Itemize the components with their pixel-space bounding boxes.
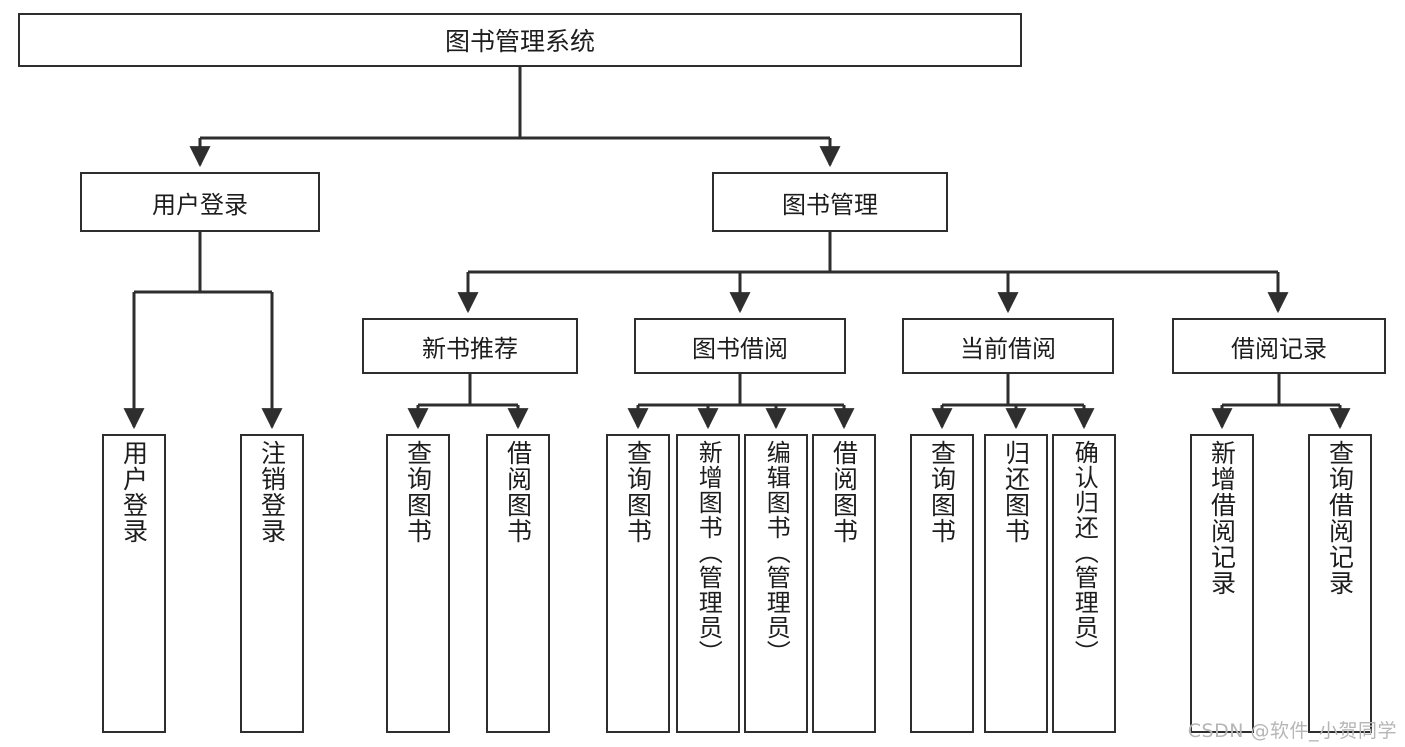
node-root-label: 图书管理系统 [444,27,595,56]
leaf-borrow-book-1-label: 借阅图书 [503,440,533,544]
watermark: CSDN @软件_小贺同学 [1187,720,1397,742]
leaf-borrow-book-2[interactable]: 借阅图书 [812,434,876,733]
leaf-return-book-label: 归还图书 [1001,440,1031,544]
leaf-query-book-2-label: 查询图书 [623,440,653,544]
leaf-add-book-label: 新增图书（管理员） [694,440,723,665]
leaf-user-logout[interactable]: 注销登录 [240,434,304,733]
leaf-query-book-3[interactable]: 查询图书 [910,434,974,733]
leaf-query-record[interactable]: 查询借阅记录 [1308,434,1372,733]
node-book-borrow[interactable]: 图书借阅 [634,318,846,374]
node-user-login-label: 用户登录 [152,190,248,219]
leaf-borrow-book-1[interactable]: 借阅图书 [486,434,550,733]
node-borrow-record[interactable]: 借阅记录 [1172,318,1386,374]
leaf-user-logout-label: 注销登录 [257,440,287,544]
leaf-query-book-1-label: 查询图书 [403,440,433,544]
node-user-login[interactable]: 用户登录 [80,172,320,232]
leaf-query-book-3-label: 查询图书 [927,440,957,544]
node-book-manage-label: 图书管理 [782,190,878,219]
leaf-confirm-return-label: 确认归还（管理员） [1070,440,1099,665]
leaf-add-record[interactable]: 新增借阅记录 [1190,434,1254,733]
node-root[interactable]: 图书管理系统 [18,13,1022,67]
node-current-borrow-label: 当前借阅 [960,334,1056,363]
leaf-user-login[interactable]: 用户登录 [102,434,166,733]
leaf-confirm-return[interactable]: 确认归还（管理员） [1052,434,1116,733]
leaf-query-book-2[interactable]: 查询图书 [606,434,670,733]
node-current-borrow[interactable]: 当前借阅 [902,318,1114,374]
leaf-add-record-label: 新增借阅记录 [1207,440,1237,596]
leaf-user-login-label: 用户登录 [119,440,149,544]
leaf-add-book[interactable]: 新增图书（管理员） [676,434,740,733]
leaf-borrow-book-2-label: 借阅图书 [829,440,859,544]
leaf-query-book-1[interactable]: 查询图书 [386,434,450,733]
node-new-book-rec-label: 新书推荐 [422,334,518,363]
node-new-book-rec[interactable]: 新书推荐 [362,318,578,374]
node-book-borrow-label: 图书借阅 [692,334,788,363]
leaf-edit-book-label: 编辑图书（管理员） [762,440,791,665]
leaf-query-record-label: 查询借阅记录 [1325,440,1355,596]
node-book-manage[interactable]: 图书管理 [712,172,948,232]
leaf-edit-book[interactable]: 编辑图书（管理员） [744,434,808,733]
leaf-return-book[interactable]: 归还图书 [984,434,1048,733]
node-borrow-record-label: 借阅记录 [1231,334,1327,363]
